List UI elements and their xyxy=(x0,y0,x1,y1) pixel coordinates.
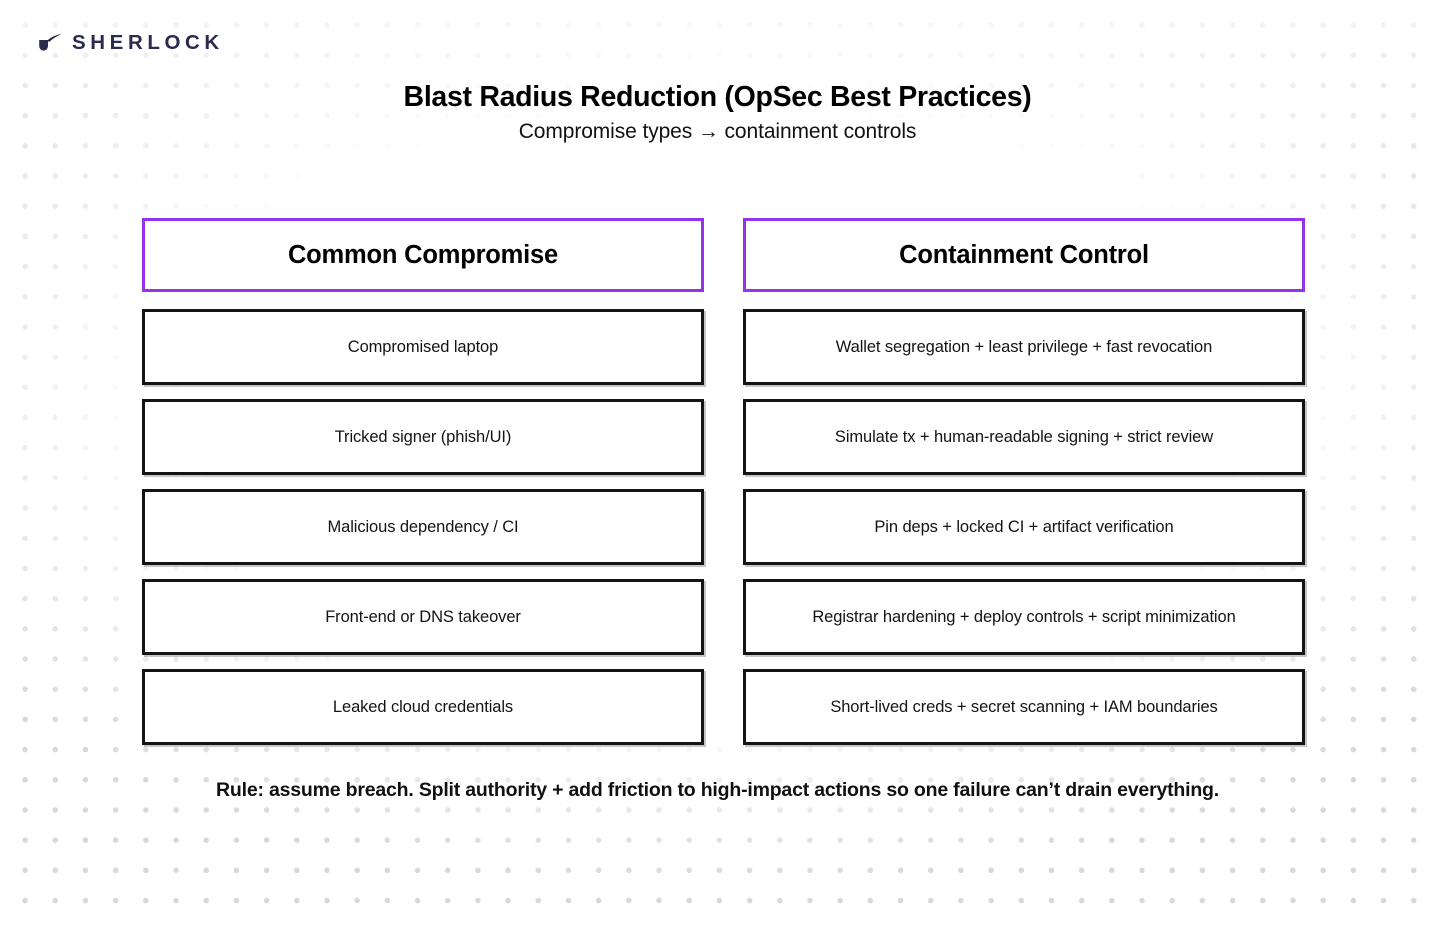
compromise-label: Compromised laptop xyxy=(347,337,499,356)
control-label: Pin deps + locked CI + artifact verifica… xyxy=(874,517,1174,536)
table-header-row: Common Compromise Containment Control xyxy=(142,218,1305,292)
column-header-common-compromise: Common Compromise xyxy=(142,218,704,292)
control-cell: Pin deps + locked CI + artifact verifica… xyxy=(743,489,1305,565)
compromise-label: Front-end or DNS takeover xyxy=(325,607,521,626)
column-header-containment-control: Containment Control xyxy=(743,218,1305,292)
compromise-cell: Front-end or DNS takeover xyxy=(142,579,704,655)
compromise-cell: Malicious dependency / CI xyxy=(142,489,704,565)
brand-wordmark: SHERLOCK xyxy=(72,31,224,55)
control-label: Wallet segregation + least privilege + f… xyxy=(835,337,1213,356)
column-header-label: Containment Control xyxy=(899,240,1149,269)
compromise-cell: Tricked signer (phish/UI) xyxy=(142,399,704,475)
compromise-label: Tricked signer (phish/UI) xyxy=(334,427,512,446)
compromise-label: Leaked cloud credentials xyxy=(332,697,514,716)
table-row: Compromised laptop Wallet segregation + … xyxy=(142,309,1305,385)
table-row: Leaked cloud credentials Short-lived cre… xyxy=(142,669,1305,745)
control-cell: Wallet segregation + least privilege + f… xyxy=(743,309,1305,385)
pipe-icon xyxy=(38,33,63,54)
page-title: Blast Radius Reduction (OpSec Best Pract… xyxy=(403,81,1032,113)
control-label: Simulate tx + human-readable signing + s… xyxy=(834,427,1214,446)
control-cell: Simulate tx + human-readable signing + s… xyxy=(743,399,1305,475)
page-subtitle: Compromise types → containment controls xyxy=(518,120,917,143)
table-row: Tricked signer (phish/UI) Simulate tx + … xyxy=(142,399,1305,475)
column-header-label: Common Compromise xyxy=(287,240,559,269)
comparison-table: Common Compromise Containment Control Co… xyxy=(142,218,1305,759)
compromise-label: Malicious dependency / CI xyxy=(327,517,519,536)
control-cell: Registrar hardening + deploy controls + … xyxy=(743,579,1305,655)
control-label: Short-lived creds + secret scanning + IA… xyxy=(830,697,1218,716)
control-label: Registrar hardening + deploy controls + … xyxy=(812,607,1236,626)
table-row: Malicious dependency / CI Pin deps + loc… xyxy=(142,489,1305,565)
control-cell: Short-lived creds + secret scanning + IA… xyxy=(743,669,1305,745)
compromise-cell: Compromised laptop xyxy=(142,309,704,385)
compromise-cell: Leaked cloud credentials xyxy=(142,669,704,745)
brand-logo: SHERLOCK xyxy=(38,33,224,54)
footer-rule-text: Rule: assume breach. Split authority + a… xyxy=(216,779,1219,801)
table-row: Front-end or DNS takeover Registrar hard… xyxy=(142,579,1305,655)
